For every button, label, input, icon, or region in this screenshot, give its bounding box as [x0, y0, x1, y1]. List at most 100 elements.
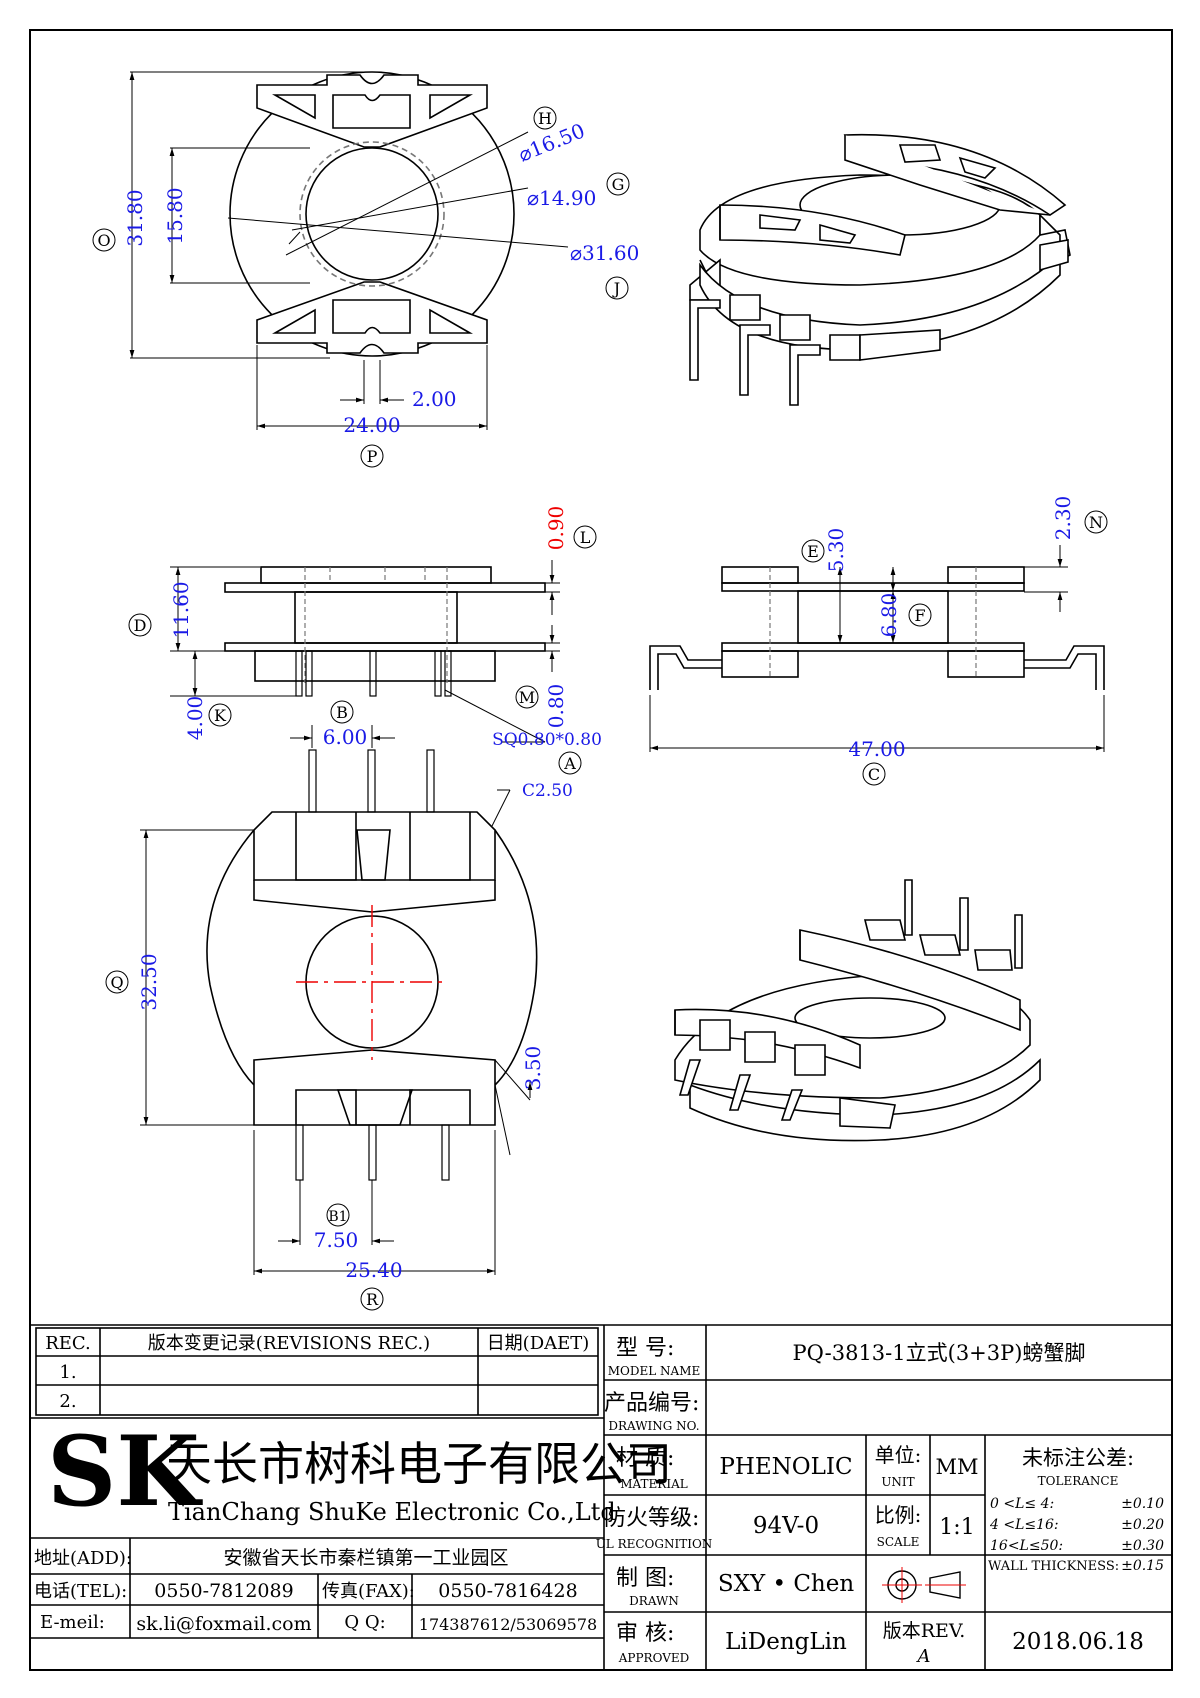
approved-label-en: APPROVED: [618, 1651, 690, 1665]
address-value: 安徽省天长市秦栏镇第一工业园区: [223, 1547, 508, 1569]
fax-value: 0550-7816428: [438, 1580, 577, 1602]
material-label-en: MATERIAL: [620, 1477, 688, 1491]
unit-label-en: UNIT: [881, 1475, 914, 1489]
material-value: PHENOLIC: [719, 1454, 852, 1480]
scale-label-en: SCALE: [877, 1535, 920, 1549]
dim-47-00: 47.00: [848, 737, 905, 761]
company-name-en: TianChang ShuKe Electronic Co.,Ltd: [168, 1498, 616, 1526]
drawn-label-cn: 制 图:: [616, 1566, 674, 1591]
drawing-label-cn: 产品编号:: [604, 1391, 699, 1416]
fire-label-cn: 防火等级:: [604, 1506, 699, 1531]
scale-label-cn: 比例:: [875, 1503, 922, 1527]
label-k: K: [214, 706, 227, 725]
unit-value: MM: [935, 1455, 978, 1479]
label-m: M: [519, 688, 535, 707]
fax-label: 传真(FAX):: [322, 1581, 415, 1602]
unit-label-cn: 单位:: [875, 1443, 922, 1467]
company-name-cn: 天长市树科电子有限公司: [166, 1437, 672, 1491]
dim-4-00: 4.00: [183, 696, 207, 741]
drawing-border: [29, 29, 1173, 1671]
dim-7-50: 7.50: [314, 1228, 359, 1252]
email-value: sk.li@foxmail.com: [136, 1613, 311, 1635]
dim-32-50: 32.50: [137, 953, 161, 1010]
dim-2-00: 2.00: [412, 387, 457, 411]
rev-rec-header: REC.: [45, 1333, 91, 1354]
dim-sq0-80: SQ0.80*0.80: [492, 730, 602, 750]
iso-view-top: [689, 133, 1071, 406]
label-r: R: [366, 1290, 379, 1309]
dim-31-60: ⌀31.60: [570, 241, 639, 265]
dim-0-80: 0.80: [544, 684, 568, 729]
title-block-text: REC. 版本变更记录(REVISIONS REC.) 日期(DAET) 1. …: [34, 1333, 1164, 1667]
dim-2-30: 2.30: [1051, 496, 1075, 541]
label-n: N: [1089, 513, 1103, 532]
drawing-label-en: DRAWING NO.: [608, 1419, 699, 1433]
tol-val-3: ±0.30: [1121, 1538, 1164, 1554]
model-label-en: MODEL NAME: [608, 1364, 701, 1378]
tel-label: 电话(TEL):: [34, 1581, 127, 1602]
label-l: L: [580, 528, 591, 547]
front-view: [649, 545, 1105, 752]
qq-label: Q Q:: [344, 1612, 385, 1633]
address-label: 地址(ADD):: [34, 1548, 132, 1569]
dim-6-00: 6.00: [323, 725, 368, 749]
company-logo: SK: [47, 1415, 203, 1528]
top-view-dims: 31.80 15.80 ⌀16.50 ⌀14.90 ⌀31.60 2.00 24…: [92, 106, 639, 468]
scale-value: 1:1: [939, 1515, 974, 1540]
rev-date-header: 日期(DAET): [487, 1333, 590, 1354]
label-e: E: [807, 542, 819, 561]
label-o: O: [97, 231, 110, 250]
title-block: [30, 1324, 1172, 1670]
label-c: C: [868, 765, 880, 784]
tel-value: 0550-7812089: [154, 1580, 293, 1602]
side-view-dims: 0.90 11.60 0.80 4.00 SQ0.80*0.80 L D M K…: [128, 506, 602, 775]
bottom-view: [140, 725, 538, 1275]
label-q: Q: [110, 973, 123, 992]
drawn-value: SXY • Chen: [718, 1571, 855, 1597]
rev-value: A: [916, 1646, 931, 1667]
dim-25-40: 25.40: [345, 1258, 402, 1282]
qq-value: 174387612/53069578: [419, 1615, 597, 1634]
fire-label-en: UL RECOGNITION: [596, 1537, 713, 1551]
dim-31-80: 31.80: [123, 189, 147, 246]
dim-11-60: 11.60: [169, 581, 193, 638]
dim-6-80: 6.80: [877, 593, 901, 638]
label-f: F: [914, 606, 925, 625]
tolerance-sub: TOLERANCE: [1038, 1474, 1119, 1488]
dim-c2-50: C2.50: [522, 781, 573, 801]
dim-15-80: 15.80: [163, 187, 187, 244]
front-view-dims: 5.30 6.80 2.30 47.00 E F N C: [801, 496, 1108, 786]
tol-range-3: 16<L≤50:: [990, 1538, 1063, 1554]
bottom-view-dims: 6.00 C2.50 32.50 3.50 7.50 25.40 Q B1 R: [105, 725, 573, 1311]
label-a: A: [563, 754, 576, 773]
label-h: H: [538, 109, 552, 128]
email-label: E-meil:: [40, 1612, 105, 1633]
label-d: D: [134, 616, 147, 635]
date-value: 2018.06.18: [1012, 1629, 1144, 1655]
approved-value: LiDengLin: [725, 1629, 847, 1655]
label-g: G: [612, 175, 625, 194]
tol-val-2: ±0.20: [1121, 1517, 1164, 1533]
iso-view-bottom: [674, 879, 1041, 1142]
bottom-view-centerline: [296, 905, 448, 1060]
wall-value: ±0.15: [1121, 1558, 1164, 1574]
dim-0-90: 0.90: [544, 506, 568, 551]
side-view: [170, 560, 560, 743]
fire-value: 94V-0: [753, 1513, 819, 1539]
model-label-cn: 型 号:: [616, 1336, 674, 1361]
projection-symbol-icon: [882, 1567, 966, 1603]
tol-val-1: ±0.10: [1121, 1496, 1164, 1512]
rev-row-1: 1.: [59, 1362, 76, 1383]
dim-24-00: 24.00: [343, 413, 400, 437]
label-b1: B1: [328, 1209, 347, 1225]
drawn-label-en: DRAWN: [629, 1594, 679, 1608]
dim-14-90: ⌀14.90: [527, 186, 596, 210]
dim-5-30: 5.30: [824, 528, 848, 573]
material-label-cn: 材 质:: [616, 1446, 674, 1471]
rev-label: 版本REV.: [883, 1620, 966, 1642]
dim-3-50: 3.50: [521, 1046, 545, 1091]
rev-desc-header: 版本变更记录(REVISIONS REC.): [148, 1333, 430, 1354]
label-j: J: [612, 279, 620, 298]
wall-label: WALL THICKNESS:: [988, 1559, 1119, 1574]
